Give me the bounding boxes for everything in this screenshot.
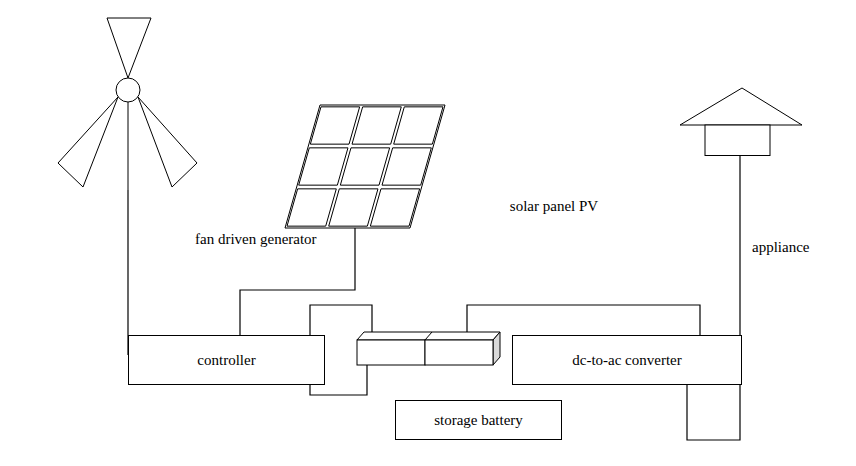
pv-frame (285, 105, 445, 228)
wire (127, 190, 128, 355)
fan-drawing (55, 15, 200, 190)
pv-cell (352, 107, 401, 144)
pv-cell (340, 148, 389, 185)
battery-cell (425, 340, 493, 365)
generator-wire (128, 102, 129, 190)
wire (310, 305, 372, 335)
battery-edge (425, 332, 432, 340)
appliance-roof (680, 88, 802, 125)
appliance-icon: appliance (680, 88, 802, 156)
component-label: storage battery (395, 400, 562, 440)
battery-cell (357, 340, 425, 365)
solar-panel: solar panel PV (280, 105, 450, 228)
component-label: fan driven generator (195, 230, 317, 248)
battery-side (493, 332, 500, 365)
storage-battery: storage battery (357, 332, 500, 365)
fan-blade (138, 97, 197, 187)
wind-turbine: fan driven generator (55, 15, 200, 190)
wire (467, 305, 700, 335)
component-label: appliance (752, 238, 809, 256)
appliance-body (705, 125, 770, 156)
converter-box: dc-to-ac converter (512, 335, 742, 385)
wire (687, 156, 740, 440)
component-label: controller (197, 351, 255, 369)
battery-top (357, 332, 500, 340)
fan-hub (116, 78, 140, 102)
component-label: dc-to-ac converter (572, 351, 682, 369)
pv-cell (329, 189, 378, 226)
battery-drawing (357, 332, 500, 365)
house-drawing (680, 88, 802, 156)
fan-blade (107, 18, 151, 78)
controller-box: controller (128, 335, 325, 385)
panel-drawing (280, 105, 450, 228)
component-label: solar panel PV (508, 197, 600, 215)
fan-blade (58, 97, 118, 187)
